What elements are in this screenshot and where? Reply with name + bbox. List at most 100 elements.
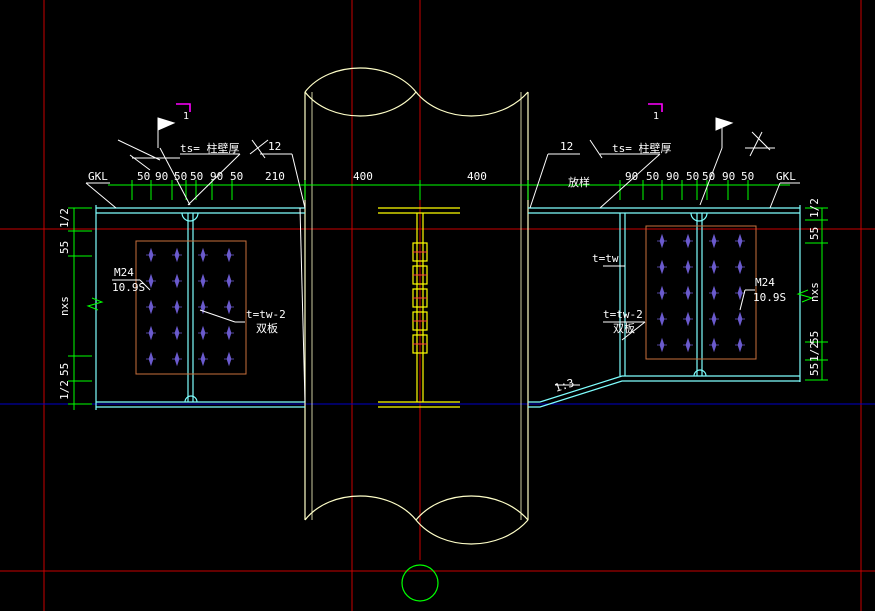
- bolt-mark: [735, 285, 745, 301]
- axis-bubble: [401, 564, 439, 602]
- weld-ts-label-right: ts= 柱壁厚: [612, 141, 672, 155]
- bolt-plate-right: [645, 225, 757, 360]
- bolt-mark: [709, 337, 719, 353]
- bolts-left: [146, 247, 234, 367]
- gkl-label-right: GKL: [776, 170, 796, 183]
- section-number: 1: [183, 111, 189, 122]
- bolt-mark: [146, 299, 156, 315]
- bolt-mark: [224, 299, 234, 315]
- dim-text: 90: [666, 170, 679, 183]
- weld-leaders: [85, 117, 800, 403]
- bolt-mark: [683, 259, 693, 275]
- bolt-mark: [709, 259, 719, 275]
- bolt-spec-left: M24: [114, 266, 134, 279]
- weld-12-label-right: 12: [560, 140, 573, 153]
- dim-text: 1/2: [808, 198, 821, 218]
- left-vertical-dim-text: 1/2 55 nxs 55 1/2: [58, 208, 71, 400]
- bolt-mark: [172, 351, 182, 367]
- dim-text: 55: [808, 331, 821, 344]
- bolt-mark: [172, 325, 182, 341]
- bolt-mark: [224, 273, 234, 289]
- dim-text: 55: [58, 363, 71, 376]
- plate-thickness-left: t=tw-2: [246, 308, 286, 321]
- bolt-mark: [172, 299, 182, 315]
- bolt-mark: [735, 311, 745, 327]
- top-dims-mid: 400 400: [353, 170, 487, 183]
- dim-text: 50: [190, 170, 203, 183]
- bolt-mark: [683, 285, 693, 301]
- plate-double-left: 双板: [256, 321, 278, 335]
- bolt-plate-left: [135, 240, 247, 375]
- section-mark-right: 1: [648, 103, 663, 122]
- dim-text: 55: [58, 241, 71, 254]
- dim-text: 1/2: [58, 208, 71, 228]
- dim-text: 90: [722, 170, 735, 183]
- dim-text: 55: [808, 363, 821, 376]
- bolt-mark: [709, 285, 719, 301]
- dim-text: 90: [625, 170, 638, 183]
- dim-text: 1/2: [808, 342, 821, 362]
- bolt-mark: [198, 273, 208, 289]
- bolt-mark: [735, 233, 745, 249]
- bolt-mark: [198, 351, 208, 367]
- bolt-mark: [146, 325, 156, 341]
- bolt-mark: [198, 325, 208, 341]
- bolt-mark: [735, 337, 745, 353]
- dim-text: 50: [686, 170, 699, 183]
- plate-double-right: 双板: [613, 321, 635, 335]
- bolt-grade-right: 10.9S: [753, 291, 786, 304]
- dim-text: 400: [467, 170, 487, 183]
- weld-ts-label-left: ts= 柱壁厚: [180, 141, 240, 155]
- bolt-mark: [709, 233, 719, 249]
- section-number: 1: [653, 111, 659, 122]
- bolt-mark: [657, 311, 667, 327]
- section-mark-left: 1: [176, 103, 191, 122]
- bolt-mark: [172, 247, 182, 263]
- gkl-label-left: GKL: [88, 170, 108, 183]
- bolt-mark: [224, 351, 234, 367]
- fangban-label: 放样: [568, 175, 590, 189]
- bolts-right: [657, 233, 745, 353]
- dim-text: 55: [808, 227, 821, 240]
- bolt-mark: [198, 247, 208, 263]
- bolt-mark: [709, 311, 719, 327]
- bolt-mark: [224, 247, 234, 263]
- plate-thickness-right: t=tw-2: [603, 308, 643, 321]
- left-vertical-dims: [68, 207, 104, 410]
- dim-text: 50: [174, 170, 187, 183]
- bolt-mark: [683, 311, 693, 327]
- bolt-mark: [657, 259, 667, 275]
- dim-text: 210: [265, 170, 285, 183]
- dim-text: nxs: [58, 296, 71, 316]
- bolt-mark: [198, 299, 208, 315]
- dim-text: 50: [646, 170, 659, 183]
- dim-text: 50: [137, 170, 150, 183]
- bolt-mark: [657, 337, 667, 353]
- dim-text: 1/2: [58, 380, 71, 400]
- bolt-mark: [146, 273, 156, 289]
- bolt-mark: [172, 273, 182, 289]
- bolt-mark: [735, 259, 745, 275]
- plate-thickness-tw-right: t=tw: [592, 252, 619, 265]
- beam-outlines: [95, 205, 801, 410]
- round-column: [304, 67, 529, 545]
- bolt-mark: [683, 233, 693, 249]
- dim-text: 50: [741, 170, 754, 183]
- right-vertical-dim-text: 55 1/2 nxs 1/2 55 55: [808, 198, 821, 376]
- bolt-mark: [224, 325, 234, 341]
- bolt-mark: [683, 337, 693, 353]
- bolt-mark: [146, 247, 156, 263]
- haunch-slope-label: 1:3: [553, 376, 576, 395]
- dim-text: 90: [155, 170, 168, 183]
- bolt-spec-right: M24: [755, 276, 775, 289]
- inner-i-section: [378, 207, 460, 408]
- bolt-mark: [146, 351, 156, 367]
- bolt-grade-left: 10.9S: [112, 281, 145, 294]
- dim-text: nxs: [808, 282, 821, 302]
- right-vertical-dims: [796, 207, 828, 381]
- dim-text: 50: [230, 170, 243, 183]
- drawing-labels: ts= 柱壁厚 ts= 柱壁厚 12 12 GKL GKL M24 10.9S …: [88, 140, 796, 395]
- weld-12-label-left: 12: [268, 140, 281, 153]
